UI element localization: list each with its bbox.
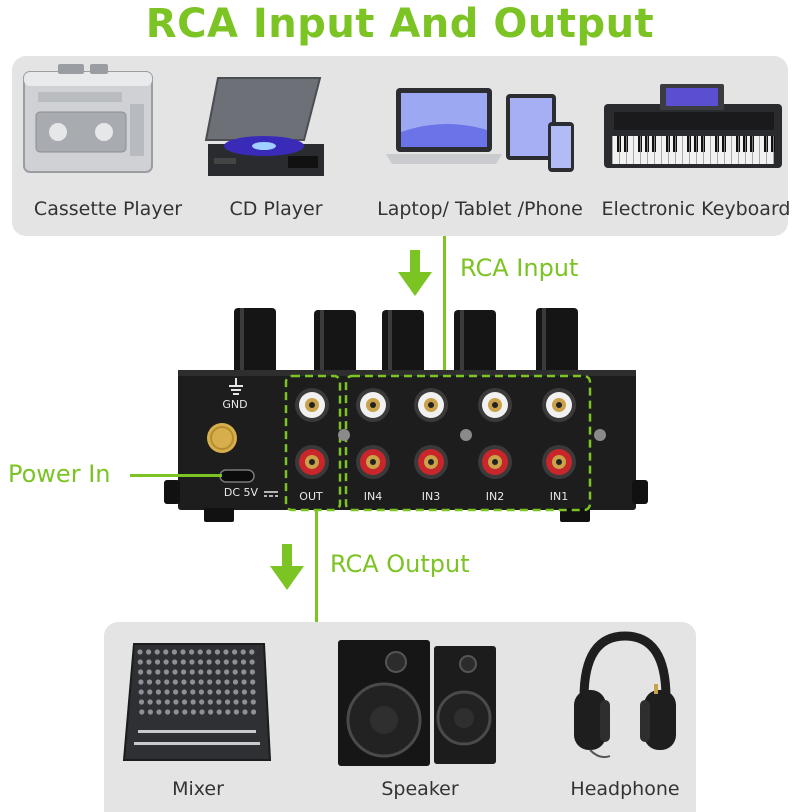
output-label-speaker: Speaker	[381, 778, 459, 800]
in2-label: IN2	[485, 490, 505, 503]
audio-splitter-device	[164, 308, 648, 522]
gnd-label: GND	[222, 398, 248, 411]
down-arrow-icon	[398, 250, 432, 296]
dc-symbol-icon	[264, 491, 278, 497]
mixer-icon	[122, 643, 272, 761]
speaker-icon	[338, 640, 496, 766]
rca-input-label: RCA Input	[460, 254, 579, 282]
input-label-laptop-tablet-phone: Laptop/ Tablet /Phone	[377, 198, 583, 220]
input-label-cassette-player: Cassette Player	[33, 198, 183, 220]
cassette-player-icon	[23, 64, 153, 173]
rca-output-label: RCA Output	[330, 550, 470, 578]
out-label: OUT	[299, 490, 323, 503]
electronic-keyboard-icon	[604, 84, 782, 168]
input-label-cd-player: CD Player	[229, 198, 323, 220]
headphone-icon	[574, 631, 676, 759]
rca-output-connector-line	[315, 510, 318, 622]
dc-5v-label: DC 5V	[223, 486, 259, 499]
page-title: RCA Input And Output	[145, 1, 655, 47]
power-in-connector-line	[130, 474, 222, 477]
cd-player-icon	[204, 77, 324, 176]
laptop-tablet-phone-icon	[386, 88, 574, 172]
in1-label: IN1	[549, 490, 569, 503]
output-label-mixer: Mixer	[172, 778, 224, 800]
output-label-headphone: Headphone	[570, 778, 680, 800]
in3-label: IN3	[421, 490, 441, 503]
down-arrow-icon	[270, 544, 304, 590]
rca-input-connector-line	[443, 236, 446, 372]
input-label-electronic-keyboard: Electronic Keyboard	[601, 198, 791, 220]
power-in-label: Power In	[8, 460, 111, 488]
in4-label: IN4	[363, 490, 383, 503]
